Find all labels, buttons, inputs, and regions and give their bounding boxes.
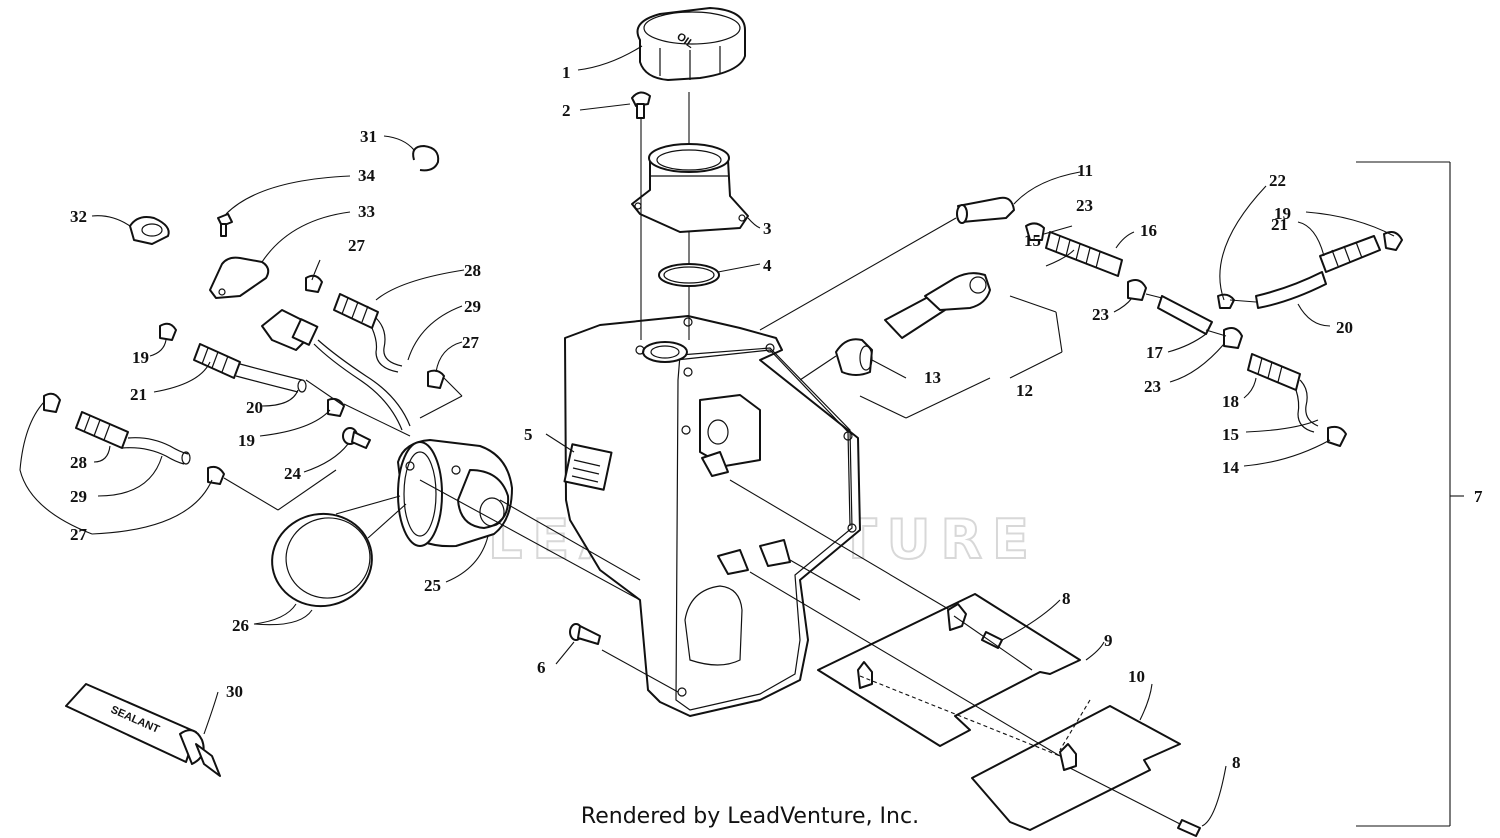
callout-29b: 29 [70, 487, 87, 506]
part-screw-34[interactable] [217, 213, 233, 237]
leader-lines [19, 45, 1464, 827]
part-clamp-32[interactable] [129, 216, 170, 245]
callout-28a: 28 [464, 261, 481, 280]
callout-30: 30 [226, 682, 243, 701]
part-grommet-13[interactable] [835, 338, 873, 376]
callout-34: 34 [358, 166, 376, 185]
callout-15b: 15 [1222, 425, 1239, 444]
callout-3: 3 [763, 219, 772, 238]
callout-8a: 8 [1062, 589, 1071, 608]
part-clip-31[interactable] [412, 145, 440, 172]
part-hose-left-lower[interactable] [43, 392, 225, 485]
callout-labels: 1 2 3 4 5 6 7 8 8 9 10 11 12 13 14 15 15… [70, 63, 1483, 772]
part-plate-10[interactable] [971, 705, 1181, 831]
callout-23c: 23 [1144, 377, 1161, 396]
callout-2: 2 [562, 101, 571, 120]
part-oil-cap[interactable]: OIL [636, 7, 746, 81]
part-screw-24[interactable] [342, 427, 371, 449]
part-screw-2[interactable] [631, 91, 651, 119]
callout-23b: 23 [1092, 305, 1109, 324]
part-screw-8b[interactable] [1177, 819, 1201, 837]
callout-18: 18 [1222, 392, 1239, 411]
part-oil-pump-25[interactable] [397, 439, 513, 548]
callout-21b: 21 [130, 385, 147, 404]
part-bolt-6[interactable] [569, 623, 601, 645]
callout-17: 17 [1146, 343, 1164, 362]
part-plate-9[interactable] [817, 593, 1081, 747]
part-gasket-26[interactable] [265, 506, 379, 614]
callout-23a: 23 [1076, 196, 1093, 215]
callout-6: 6 [537, 658, 546, 677]
callout-22: 22 [1269, 171, 1286, 190]
callout-15a: 15 [1024, 231, 1041, 250]
callout-27c: 27 [70, 525, 88, 544]
callout-20a: 20 [1336, 318, 1353, 337]
callout-10: 10 [1128, 667, 1145, 686]
callout-9: 9 [1104, 631, 1113, 650]
part-screw-8a[interactable] [947, 603, 1003, 649]
callout-26: 26 [232, 616, 249, 635]
part-bracket-33[interactable] [209, 256, 270, 299]
callout-27b: 27 [462, 333, 480, 352]
part-o-ring[interactable] [658, 263, 720, 287]
callout-19c: 19 [238, 431, 255, 450]
callout-14: 14 [1222, 458, 1240, 477]
callout-12: 12 [1016, 381, 1033, 400]
callout-24: 24 [284, 464, 302, 483]
callout-21a: 21 [1271, 215, 1288, 234]
callout-19a: 19 [1274, 204, 1291, 223]
callout-19b: 19 [132, 348, 149, 367]
callout-5: 5 [524, 425, 533, 444]
footer-credit: Rendered by LeadVenture, Inc. [580, 804, 920, 829]
callout-33: 33 [358, 202, 375, 221]
callout-29a: 29 [464, 297, 481, 316]
part-oil-tank[interactable] [563, 315, 861, 717]
callout-16: 16 [1140, 221, 1157, 240]
part-sealant-tube-30[interactable]: SEALANT [65, 683, 221, 777]
part-filter-assembly[interactable] [884, 272, 991, 339]
callout-31: 31 [360, 127, 377, 146]
callout-13: 13 [924, 368, 941, 387]
part-filler-neck[interactable] [631, 143, 749, 233]
part-sensor-harness[interactable] [261, 309, 411, 431]
callout-27a: 27 [348, 236, 366, 255]
part-hose-left-middle[interactable] [159, 322, 345, 417]
callout-20b: 20 [246, 398, 263, 417]
callout-8b: 8 [1232, 753, 1241, 772]
callout-7: 7 [1474, 487, 1483, 506]
part-hose-left-upper[interactable] [305, 274, 445, 389]
callout-1: 1 [562, 63, 571, 82]
callout-11: 11 [1077, 161, 1093, 180]
callout-4: 4 [763, 256, 772, 275]
callout-32: 32 [70, 207, 87, 226]
callout-28b: 28 [70, 453, 87, 472]
callout-25: 25 [424, 576, 441, 595]
part-elbow-11[interactable] [956, 196, 1015, 224]
part-hose-right[interactable] [1025, 222, 1403, 447]
